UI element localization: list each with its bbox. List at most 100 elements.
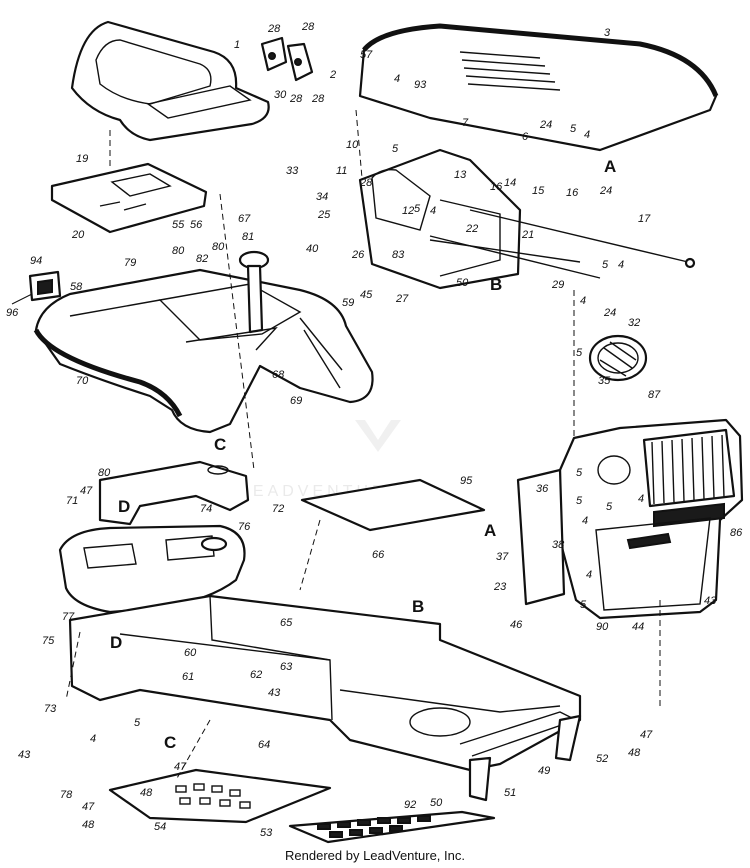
callout-96: 96 xyxy=(6,307,19,319)
callout-24: 24 xyxy=(603,307,616,319)
rear-fender xyxy=(33,268,374,434)
section-letter-B: B xyxy=(490,275,502,294)
grille-panel xyxy=(558,418,744,620)
callout-5: 5 xyxy=(570,123,577,135)
callout-69: 69 xyxy=(290,395,302,407)
callout-28: 28 xyxy=(311,93,325,105)
callout-25: 25 xyxy=(317,209,331,221)
section-letter-C: C xyxy=(214,435,226,454)
callout-14: 14 xyxy=(504,177,516,189)
hood xyxy=(358,23,719,152)
callout-12: 12 xyxy=(402,205,414,217)
callout-20: 20 xyxy=(71,229,85,241)
callout-22: 22 xyxy=(465,223,478,235)
callout-4: 4 xyxy=(584,129,590,141)
callout-10: 10 xyxy=(346,139,359,151)
callout-57: 57 xyxy=(360,49,373,61)
callout-52: 52 xyxy=(596,753,608,765)
foot-pad xyxy=(288,810,496,844)
main-frame xyxy=(68,594,582,802)
callout-29: 29 xyxy=(551,279,564,291)
section-letter-A: A xyxy=(484,521,496,540)
callout-50: 50 xyxy=(456,277,469,289)
callout-4: 4 xyxy=(638,493,644,505)
callout-4: 4 xyxy=(430,205,436,217)
callout-54: 54 xyxy=(154,821,166,833)
callout-53: 53 xyxy=(260,827,273,839)
callout-64: 64 xyxy=(258,739,270,751)
callout-15: 15 xyxy=(532,185,545,197)
callout-65: 65 xyxy=(280,617,293,629)
seat-brackets xyxy=(260,36,314,82)
callout-48: 48 xyxy=(628,747,641,759)
callout-2: 2 xyxy=(329,69,336,81)
callout-11: 11 xyxy=(336,165,347,177)
callout-73: 73 xyxy=(44,703,57,715)
callout-77: 77 xyxy=(62,611,75,623)
callout-36: 36 xyxy=(536,483,549,495)
seat-plate xyxy=(50,162,208,234)
callout-17: 17 xyxy=(638,213,651,225)
callout-86: 86 xyxy=(730,527,743,539)
callout-59: 59 xyxy=(342,297,354,309)
callout-62: 62 xyxy=(250,669,262,681)
fuel-tank xyxy=(58,524,246,614)
callout-5: 5 xyxy=(414,203,421,215)
callout-75: 75 xyxy=(42,635,55,647)
callout-61: 61 xyxy=(182,671,194,683)
section-letter-B: B xyxy=(412,597,424,616)
callout-80: 80 xyxy=(172,245,185,257)
callout-33: 33 xyxy=(286,165,299,177)
callout-48: 48 xyxy=(82,819,95,831)
callout-48: 48 xyxy=(140,787,153,799)
callout-13: 13 xyxy=(454,169,467,181)
assembly-lines xyxy=(65,109,661,781)
callout-72: 72 xyxy=(272,503,284,515)
callout-1: 1 xyxy=(234,39,240,51)
callout-47: 47 xyxy=(80,485,93,497)
callout-94: 94 xyxy=(30,255,42,267)
callout-38: 38 xyxy=(552,539,565,551)
callout-34: 34 xyxy=(316,191,328,203)
callout-63: 63 xyxy=(280,661,293,673)
callout-37: 37 xyxy=(496,551,509,563)
callout-5: 5 xyxy=(576,347,583,359)
callout-16: 16 xyxy=(490,181,503,193)
callout-28: 28 xyxy=(289,93,303,105)
headlight xyxy=(588,334,648,382)
section-letter-D: D xyxy=(110,633,122,652)
callout-5: 5 xyxy=(602,259,609,271)
callout-71: 71 xyxy=(66,495,78,507)
callout-24: 24 xyxy=(599,185,612,197)
callout-24: 24 xyxy=(539,119,552,131)
callout-58: 58 xyxy=(70,281,83,293)
callout-47: 47 xyxy=(640,729,653,741)
callout-80: 80 xyxy=(98,467,111,479)
callout-4: 4 xyxy=(394,73,400,85)
callout-46: 46 xyxy=(510,619,523,631)
callout-5: 5 xyxy=(134,717,141,729)
callout-87: 87 xyxy=(648,389,661,401)
control-rods xyxy=(429,209,696,279)
callout-4: 4 xyxy=(90,733,96,745)
step-plate xyxy=(108,768,332,824)
callout-68: 68 xyxy=(272,369,285,381)
callout-51: 51 xyxy=(504,787,516,799)
callout-28: 28 xyxy=(359,177,373,189)
callout-43: 43 xyxy=(268,687,281,699)
callout-5: 5 xyxy=(576,467,583,479)
callout-28: 28 xyxy=(301,21,315,33)
callout-30: 30 xyxy=(274,89,287,101)
callout-4: 4 xyxy=(618,259,624,271)
callout-50: 50 xyxy=(430,797,443,809)
section-letter-C: C xyxy=(164,733,176,752)
callout-21: 21 xyxy=(521,229,534,241)
callout-7: 7 xyxy=(462,117,469,129)
switch xyxy=(11,270,62,305)
callout-40: 40 xyxy=(306,243,319,255)
callout-43: 43 xyxy=(18,749,31,761)
render-credit: Rendered by LeadVenture, Inc. xyxy=(285,848,465,863)
side-panel xyxy=(516,468,566,606)
tank-bracket xyxy=(98,460,250,526)
